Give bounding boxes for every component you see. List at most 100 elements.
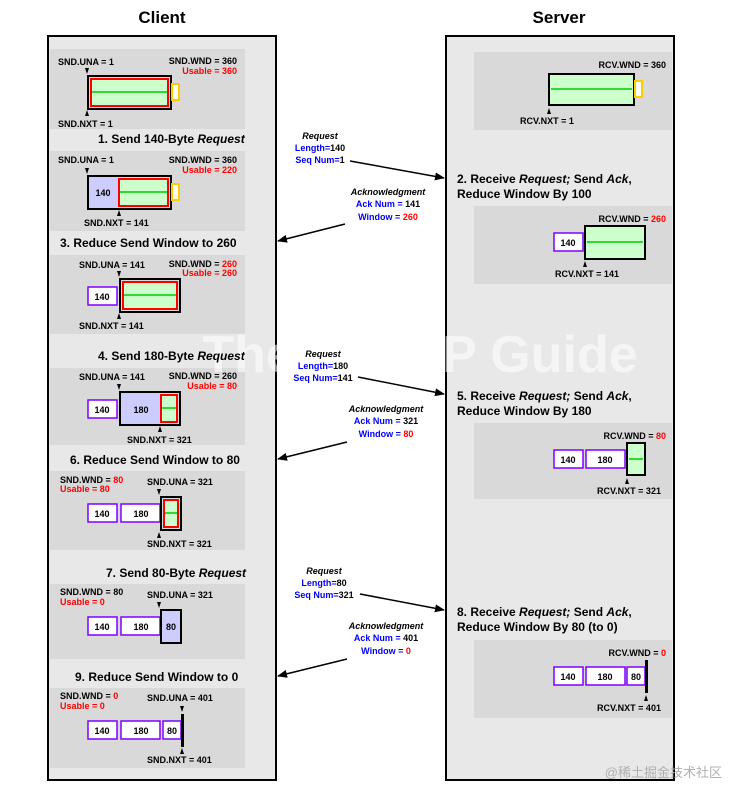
nxt-pointer-icon <box>85 110 89 116</box>
segment-label: 180 <box>133 405 148 415</box>
client-state-7: SND.WND = 0 Usable = 0 SND.UNA = 401 140… <box>60 691 213 765</box>
step-1-label: 1. Send 140-Byte Request <box>98 132 246 146</box>
nxt-pointer-icon <box>117 210 121 216</box>
acked-segment-140 <box>87 503 118 523</box>
nxt-pointer-icon <box>157 532 161 538</box>
segment-label: 140 <box>94 405 109 415</box>
snd-wnd-label: SND.WND = 80 <box>60 587 123 597</box>
segment-label: 140 <box>95 188 110 198</box>
sent-segment-180 <box>121 393 160 424</box>
message-line-1: Length=80 <box>301 578 346 588</box>
message-title: Request <box>302 131 339 141</box>
acked-segment-180 <box>120 720 161 740</box>
snd-nxt-label: SND.NXT = 321 <box>127 435 192 445</box>
message-request-2: Request Length=180 Seq Num=141 <box>293 349 445 397</box>
snd-una-label: SND.UNA = 321 <box>147 477 213 487</box>
rcv-wnd-label: RCV.WND = 360 <box>599 60 666 70</box>
message-title: Request <box>306 566 343 576</box>
snd-nxt-label: SND.NXT = 401 <box>147 755 212 765</box>
snd-nxt-label: SND.NXT = 141 <box>79 321 144 331</box>
acked-segment-140 <box>87 616 118 636</box>
usable-label: Usable = 80 <box>60 484 110 494</box>
segment-label: 140 <box>94 509 109 519</box>
usable-label: Usable = 0 <box>60 597 105 607</box>
server-state-2: RCV.WND = 260 140 RCV.NXT = 141 <box>553 214 666 279</box>
snd-una-label: SND.UNA = 141 <box>79 372 145 382</box>
snd-una-label: SND.UNA = 141 <box>79 260 145 270</box>
watermark: The TCP/IP Guide <box>202 326 637 384</box>
future-data-block <box>171 183 180 201</box>
segment-label: 80 <box>167 726 177 736</box>
acked-segment-140 <box>87 720 118 740</box>
message-title: Acknowledgment <box>350 187 427 197</box>
step-8-line2: Reduce Window By 80 (to 0) <box>457 620 618 634</box>
una-pointer-icon <box>117 271 121 277</box>
message-line-2: Window = 80 <box>359 429 414 439</box>
nxt-pointer-icon <box>547 108 551 114</box>
segment-label: 140 <box>94 622 109 632</box>
una-pointer-icon <box>157 602 161 608</box>
nxt-pointer-icon <box>158 426 162 432</box>
message-title: Acknowledgment <box>348 404 425 414</box>
message-line-2: Window = 260 <box>358 212 418 222</box>
message-line-2: Seq Num=1 <box>295 155 344 165</box>
message-line-1: Ack Num = 141 <box>356 199 420 209</box>
arrow-client-to-server <box>349 160 445 181</box>
client-state-5: SND.WND = 80 Usable = 80 SND.UNA = 321 1… <box>60 475 213 549</box>
message-line-2: Window = 0 <box>361 646 411 656</box>
acked-segment-180 <box>585 449 626 469</box>
arrow-client-to-server <box>357 376 445 397</box>
client-state-1: SND.UNA = 1 SND.WND = 360 Usable = 360 S… <box>58 56 237 129</box>
snd-una-label: SND.UNA = 1 <box>58 57 114 67</box>
segment-label: 140 <box>94 292 109 302</box>
site-watermark: @稀土掘金技术社区 <box>605 765 722 780</box>
snd-wnd-label: SND.WND = 260 <box>169 371 237 381</box>
snd-wnd-label: SND.WND = 360 <box>169 155 237 165</box>
message-line-2: Seq Num=321 <box>294 590 353 600</box>
segment-label: 180 <box>133 622 148 632</box>
segment-label: 80 <box>631 672 641 682</box>
snd-wnd-label: SND.WND = 80 <box>60 475 123 485</box>
server-state-1: RCV.WND = 360 RCV.NXT = 1 <box>520 60 666 126</box>
acked-segment-140 <box>553 449 584 469</box>
message-ack-2: Acknowledgment Ack Num = 321 Window = 80 <box>277 404 425 461</box>
rcv-wnd-label: RCV.WND = 260 <box>599 214 666 224</box>
snd-nxt-label: SND.NXT = 321 <box>147 539 212 549</box>
rcv-nxt-label: RCV.NXT = 401 <box>597 703 661 713</box>
acked-segment-140 <box>87 286 118 306</box>
sent-segment-140 <box>89 177 118 208</box>
segment-label: 180 <box>597 455 612 465</box>
segment-label: 140 <box>560 672 575 682</box>
acked-segment-140 <box>553 666 584 686</box>
rcv-wnd-label: RCV.WND = 0 <box>609 648 666 658</box>
step-6-label: 6. Reduce Send Window to 80 <box>70 453 240 467</box>
send-window <box>160 609 182 644</box>
rcv-nxt-label: RCV.NXT = 141 <box>555 269 619 279</box>
acked-segment-180 <box>585 666 626 686</box>
message-title: Acknowledgment <box>348 621 425 631</box>
message-ack-3: Acknowledgment Ack Num = 401 Window = 0 <box>277 621 425 678</box>
step-2-line2: Reduce Window By 100 <box>457 187 592 201</box>
una-pointer-icon <box>117 384 121 390</box>
snd-nxt-label: SND.NXT = 141 <box>84 218 149 228</box>
zero-window-bar <box>181 714 184 747</box>
usable-label: Usable = 220 <box>182 165 237 175</box>
message-title: Request <box>305 349 342 359</box>
rcv-wnd-label: RCV.WND = 80 <box>604 431 666 441</box>
message-line-2: Seq Num=141 <box>293 373 352 383</box>
future-data-block <box>634 80 643 98</box>
usable-label: Usable = 360 <box>182 66 237 76</box>
future-data-block <box>171 83 180 101</box>
step-2-label: 2. Receive Request; Send Ack, <box>457 172 632 186</box>
una-pointer-icon <box>180 706 184 712</box>
snd-una-label: SND.UNA = 401 <box>147 693 213 703</box>
segment-label: 80 <box>166 622 176 632</box>
step-9-label: 9. Reduce Send Window to 0 <box>75 670 239 684</box>
segment-label: 140 <box>560 455 575 465</box>
client-state-2: SND.UNA = 1 SND.WND = 360 Usable = 220 1… <box>58 155 237 228</box>
usable-label: Usable = 260 <box>182 268 237 278</box>
step-4-label: 4. Send 180-Byte Request <box>98 349 246 363</box>
snd-una-label: SND.UNA = 1 <box>58 155 114 165</box>
acked-segment-140 <box>87 399 118 419</box>
